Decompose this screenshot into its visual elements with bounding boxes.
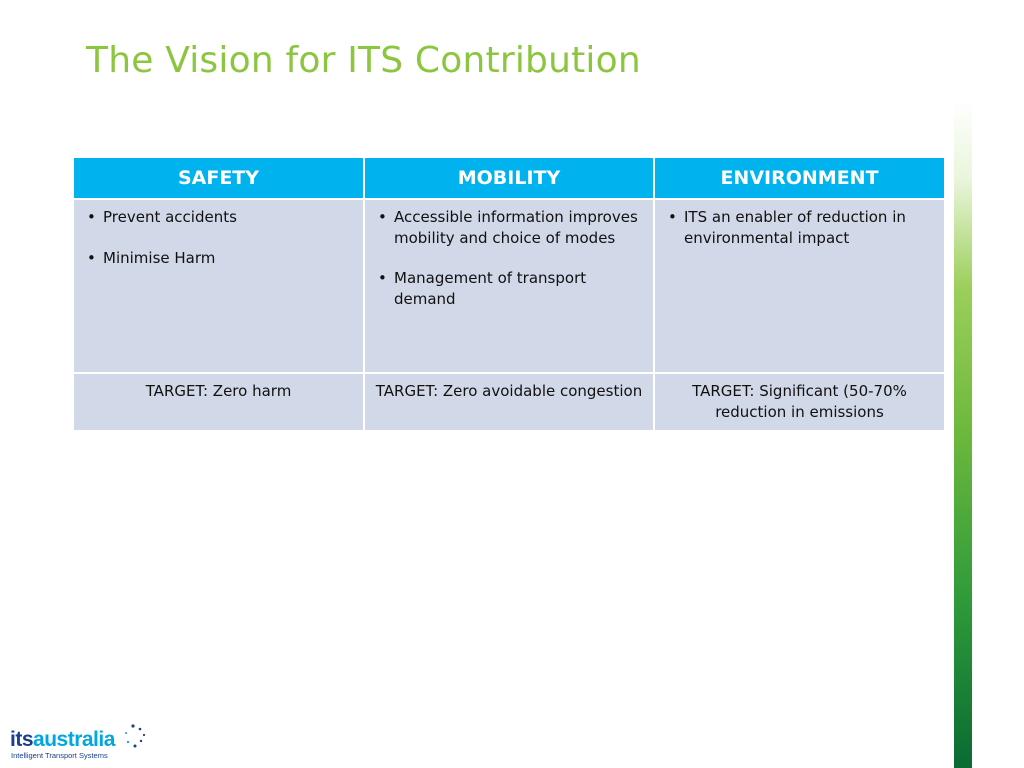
list-item: ITS an enabler of reduction in environme… bbox=[663, 207, 936, 248]
environment-bullet-list: ITS an enabler of reduction in environme… bbox=[663, 207, 936, 248]
safety-goals-cell: Prevent accidents Minimise Harm bbox=[72, 198, 365, 374]
slide-title: The Vision for ITS Contribution bbox=[86, 40, 641, 81]
safety-target: TARGET: Zero harm bbox=[72, 372, 365, 432]
mobility-bullet-list: Accessible information improves mobility… bbox=[373, 207, 645, 309]
header-mobility: MOBILITY bbox=[363, 156, 655, 200]
logo-tagline: Intelligent Transport Systems bbox=[11, 751, 108, 760]
list-item: Minimise Harm bbox=[82, 248, 355, 269]
its-australia-logo: itsaustralia Intelligent Transport Syste… bbox=[10, 722, 150, 762]
environment-goals-cell: ITS an enabler of reduction in environme… bbox=[653, 198, 946, 374]
vision-table: SAFETY MOBILITY ENVIRONMENT Prevent acci… bbox=[72, 156, 946, 432]
header-safety: SAFETY bbox=[72, 156, 365, 200]
mobility-target: TARGET: Zero avoidable congestion bbox=[363, 372, 655, 432]
table-header-row: SAFETY MOBILITY ENVIRONMENT bbox=[72, 156, 946, 200]
logo-wordmark: itsaustralia bbox=[10, 728, 115, 752]
logo-australia-text: australia bbox=[33, 728, 115, 751]
logo-its-text: its bbox=[10, 728, 34, 751]
list-item: Prevent accidents bbox=[82, 207, 355, 228]
mobility-goals-cell: Accessible information improves mobility… bbox=[363, 198, 655, 374]
table-row-goals: Prevent accidents Minimise Harm Accessib… bbox=[72, 198, 946, 374]
list-item: Accessible information improves mobility… bbox=[373, 207, 645, 248]
list-item: Management of transport demand bbox=[373, 268, 645, 309]
table-row-targets: TARGET: Zero harm TARGET: Zero avoidable… bbox=[72, 372, 946, 432]
safety-bullet-list: Prevent accidents Minimise Harm bbox=[82, 207, 355, 268]
star-cluster-icon bbox=[125, 724, 146, 748]
environment-target: TARGET: Significant (50-70% reduction in… bbox=[653, 372, 946, 432]
header-environment: ENVIRONMENT bbox=[653, 156, 946, 200]
green-accent-bar bbox=[954, 100, 972, 768]
